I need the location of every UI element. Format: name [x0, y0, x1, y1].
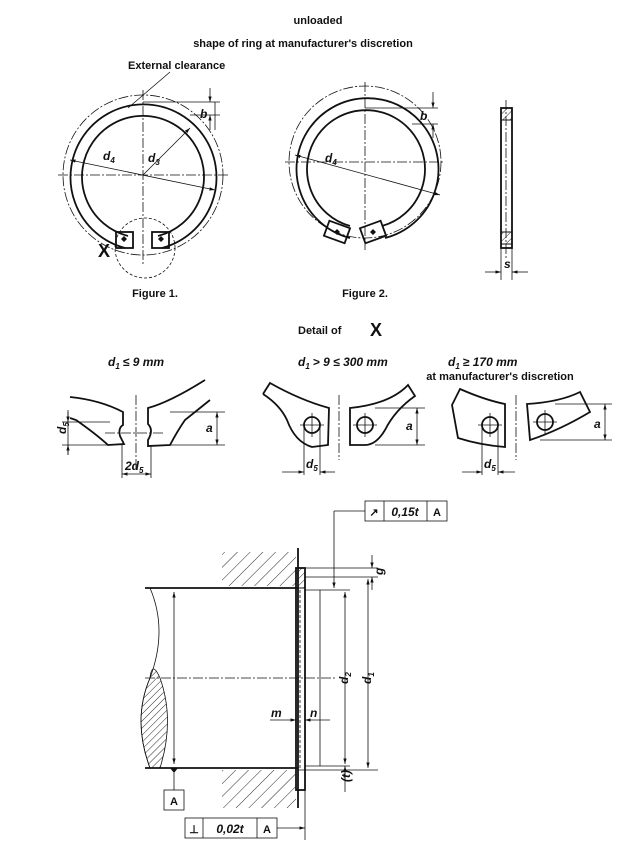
runout-symbol-icon: ↗: [369, 507, 378, 519]
external-clearance-label: External clearance: [128, 60, 225, 72]
detail2-d5-label: d5: [306, 457, 318, 473]
n-label: n: [310, 706, 317, 720]
detail1-d5-label: d5: [55, 422, 71, 434]
detail1-2d5-label: 2d5: [124, 459, 144, 475]
runout-tolerance-frame: ↗ 0,15t A: [364, 500, 448, 522]
figure-2-caption: Figure 2.: [342, 288, 388, 300]
perpendicularity-value: 0,02t: [216, 822, 244, 836]
figure-1-caption: Figure 1.: [132, 288, 178, 300]
detail-x-mark: X: [98, 241, 110, 261]
detail2-heading: d1> 9 ≤ 300 mm: [298, 355, 388, 371]
detail3-a-label: a: [594, 417, 601, 431]
datum-a-label: A: [170, 796, 178, 808]
detail3-ring-ends: [451, 387, 612, 475]
d2-label: d2: [337, 672, 353, 684]
ring-side-view: [485, 100, 528, 280]
detail-title: Detail of: [298, 325, 342, 337]
perpendicularity-datum: A: [263, 824, 271, 836]
g-label: g: [372, 567, 386, 576]
runout-value: 0,15t: [391, 505, 419, 519]
datum-a-box: A: [163, 789, 185, 811]
detail-title-x: X: [370, 320, 382, 340]
side-s-label: s: [504, 257, 511, 271]
t-label: (t): [339, 770, 353, 782]
detail1-a-label: a: [206, 421, 213, 435]
detail2-a-label: a: [406, 419, 413, 433]
runout-datum: A: [433, 507, 441, 519]
detail1-ring-ends: [62, 379, 225, 478]
fig1-d4-label: d4: [103, 149, 115, 165]
figure-2-ring: [285, 82, 445, 250]
detail1-heading: d1≤ 9 mm: [108, 355, 164, 371]
fig1-d3-label: d3: [148, 151, 160, 167]
header-shape-note: shape of ring at manufacturer's discreti…: [193, 38, 413, 50]
fig2-d4-label: d4: [325, 151, 337, 167]
fig2-b-label: b: [420, 109, 427, 123]
d1-label: d1: [360, 672, 376, 684]
detail3-note: at manufacturer's discretion: [426, 371, 574, 383]
perpendicularity-symbol-icon: ⊥: [189, 824, 199, 836]
header-unloaded: unloaded: [294, 15, 343, 27]
fig1-b-label: b: [200, 107, 207, 121]
detail3-d5-label: d5: [484, 457, 496, 473]
figure-1-ring: [58, 71, 228, 279]
m-label: m: [271, 706, 282, 720]
assembly-section: [140, 510, 378, 840]
detail3-heading: d1≥ 170 mm: [448, 355, 518, 371]
detail2-ring-ends: [262, 381, 425, 475]
perpendicularity-tolerance-frame: ⊥ 0,02t A: [184, 817, 278, 839]
